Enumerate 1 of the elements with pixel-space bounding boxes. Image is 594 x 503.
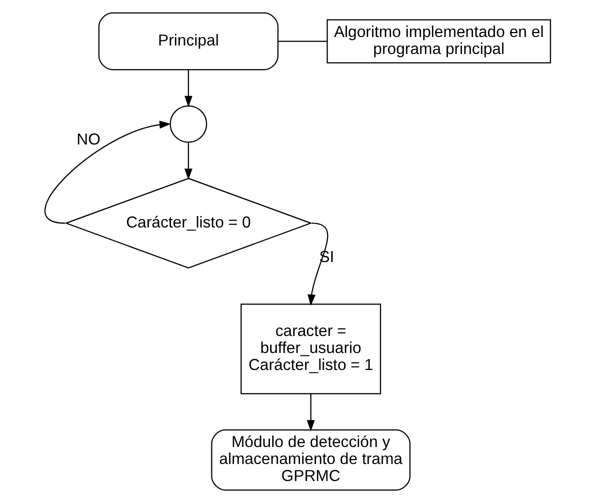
edge-label: NO bbox=[76, 131, 100, 148]
